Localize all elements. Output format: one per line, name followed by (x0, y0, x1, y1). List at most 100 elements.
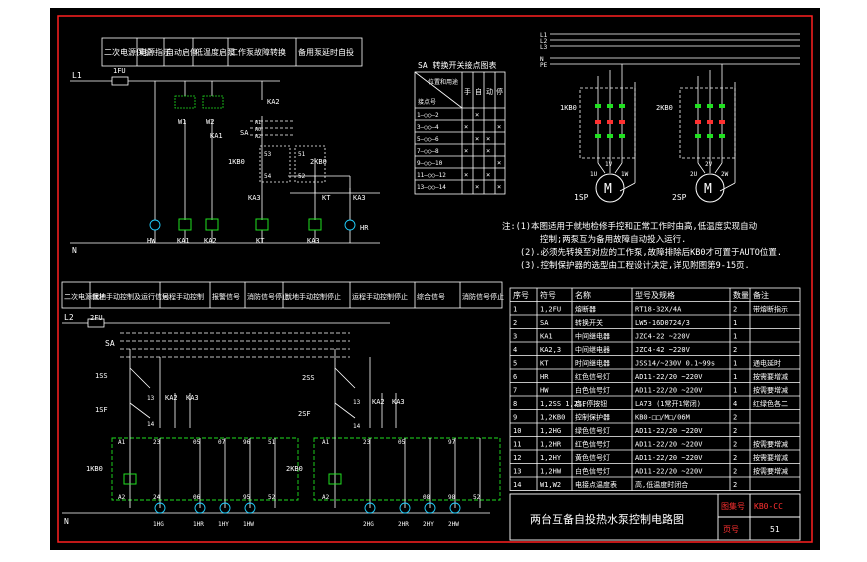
parts-table-cell: 1 (513, 306, 517, 314)
bottom-1ss: 1SS (95, 372, 108, 380)
bottom-ka3-2: KA3 (392, 398, 405, 406)
ka2-coil (205, 218, 219, 231)
parts-table-cell: 2 (733, 427, 737, 435)
motor-1-breaker: 1KB0 (560, 104, 577, 112)
atlas-label: 图集号 (721, 501, 745, 511)
parts-table-grid (509, 287, 801, 491)
breaker-contacts-right (695, 104, 725, 138)
parts-table-cell: 2 (513, 319, 517, 327)
parts-table-cell: W1,W2 (540, 481, 561, 489)
bottom-ka3-1: KA3 (186, 394, 199, 402)
signal-lamp (399, 502, 411, 514)
parts-table-cell: RT18-32X/4A (635, 306, 682, 314)
bottom-24-1: 24 (153, 494, 161, 501)
bottom-52-1: 52 (268, 494, 276, 501)
bottom-header-7: 运程手动控制停止 (352, 292, 408, 301)
signal-lamp (219, 502, 231, 514)
top-sa-label: SA (240, 129, 249, 137)
bottom-07-1: 07 (218, 439, 226, 446)
top-kb02-label: 2KB0 (310, 158, 327, 166)
parts-table-cell: 11 (513, 441, 521, 449)
bottom-1sf: 1SF (95, 406, 108, 414)
parts-table-cell: AD11-22/20 ~220V (635, 387, 703, 395)
bottom-a2-2: A2 (322, 494, 330, 501)
switch-header-contact: 接点号 (418, 98, 436, 106)
switch-mark: × (475, 183, 479, 191)
parts-table-cell: 红色信号灯 (575, 372, 610, 381)
kb0-1-coil (123, 473, 137, 485)
breaker-contacts-left (595, 104, 625, 138)
parts-table-cell: 白色信号灯 (575, 467, 610, 476)
drawing-title: 两台互备自投热水泵控制电路图 (530, 512, 684, 526)
switch-mark: × (464, 147, 468, 155)
parts-table-cell: 1 (733, 333, 737, 341)
bottom-97-2: 97 (448, 439, 456, 446)
motor-2-id: 2SP (672, 193, 687, 202)
motor-branch-right (679, 64, 736, 192)
bottom-sa-label: SA (105, 339, 115, 348)
signal-lamp-label: 2HW (448, 521, 459, 528)
top-control-circuit: 二次电源保护 电源指示 自动启停 低温度启泵 工作泵故障转换 备用泵延时自投 L… (70, 37, 380, 255)
motor-1-letter: M (604, 182, 612, 197)
breaker-trips-right (695, 120, 725, 124)
bottom-header-9: 消防信号停止 (462, 292, 504, 301)
signal-lamp (364, 502, 376, 514)
parts-header-cell: 名称 (575, 290, 591, 300)
design-notes: 注:(1)本图适用于就地检修手控和正常工作时由高,低温度实现自动 控制;两泵互为… (502, 221, 782, 271)
top-coil-ka1: KA1 (177, 237, 190, 245)
note-line-4: (3).控制保护器的选型由工程设计决定,详见附图第9-15页. (520, 260, 750, 271)
top-circuit-wiring (70, 76, 380, 244)
parts-table-cell: 中间继电器 (575, 332, 610, 341)
switch-mark: × (497, 123, 501, 131)
parts-table-cell: AD11-22/20 ~220V (635, 441, 703, 449)
signal-lamp (244, 502, 256, 514)
parts-header-cell: 备注 (753, 290, 769, 300)
parts-table-cell: 1,2FU (540, 306, 561, 314)
top-l1-label: L1 (72, 71, 82, 80)
switch-mark: × (475, 111, 479, 119)
motor-1-id: 1SP (574, 193, 589, 202)
switch-contact-table: SA 转换开关接点图表 位置和用途 接点号 手 自 动 停 1—○○—2×3—○… (414, 60, 506, 195)
top-a1-label: A1 (255, 120, 261, 126)
parts-table-cell: KB0-□□/M□/06M (635, 414, 690, 422)
parts-table-cell: SA (540, 319, 549, 327)
parts-table-cell: 绿色信号灯 (575, 426, 610, 435)
signal-lamp-label: 2HG (363, 521, 374, 528)
hw-lamp (149, 219, 161, 231)
switch-row-label: 3—○○—4 (417, 124, 439, 131)
parts-table-cell: AD11-22/20 ~220V (635, 427, 703, 435)
parts-table-cell: 红绿色各二 (753, 399, 788, 408)
parts-table-cell: 9 (513, 414, 517, 422)
bottom-08-2: 08 (423, 494, 431, 501)
motor-2-symbol (695, 173, 725, 203)
atlas-value: KB0-CC (754, 502, 783, 511)
motor-branch-left (579, 64, 636, 192)
parts-table-cell: 启,停按钮 (575, 399, 607, 408)
bottom-52-2: 52 (473, 494, 481, 501)
bottom-ka2-2: KA2 (372, 398, 385, 406)
switch-mark: × (475, 135, 479, 143)
parts-table-cell: 控制保护器 (575, 413, 610, 422)
parts-table-cell: 2 (733, 306, 737, 314)
top-a0-label: A0 (255, 127, 261, 133)
parts-table-cell: 1,2HR (540, 441, 562, 449)
parts-table-cell: KA1 (540, 333, 553, 341)
note-line-1: 注:(1)本图适用于就地检修手控和正常工作时由高,低温度实现自动 (502, 221, 758, 232)
parts-table-cell: KT (540, 360, 549, 368)
bottom-98-2: 98 (448, 494, 456, 501)
top-coil-ka3: KA3 (307, 237, 320, 245)
bottom-a2-1: A2 (118, 494, 126, 501)
hr-lamp (344, 219, 356, 231)
parts-table-cell: 13 (513, 468, 521, 476)
parts-table-cell: 2 (733, 468, 737, 476)
parts-header-cell: 数量 (733, 290, 749, 300)
parts-table-cell: 2 (733, 346, 737, 354)
parts-table-cell: 1,2HW (540, 468, 562, 476)
ka1-coil (178, 218, 192, 231)
bottom-header-4: 报警信号 (212, 292, 240, 301)
bottom-14-1: 14 (147, 421, 155, 428)
parts-table-cell: AD11-22/20 ~220V (635, 454, 703, 462)
top-header-6: 备用泵延时自投 (298, 47, 354, 57)
parts-table-cell: AD11-22/20 ~220V (635, 468, 703, 476)
